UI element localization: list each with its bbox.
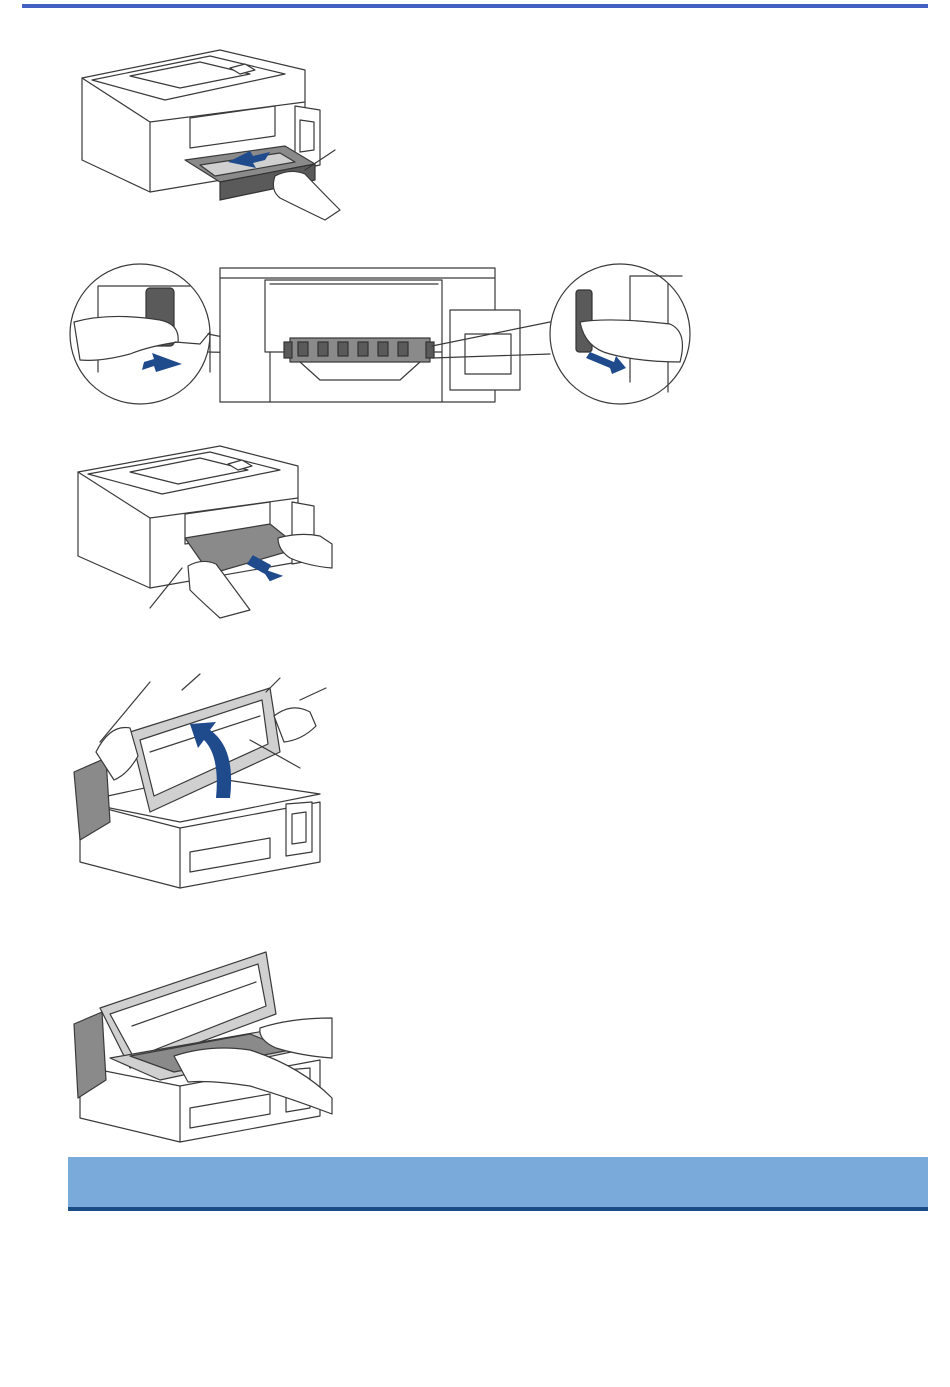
printer-remove-jammed-paper-illustration: [70, 440, 340, 620]
note-banner-rule: [68, 1207, 928, 1211]
note-banner: [68, 1157, 928, 1207]
printer-pull-paper-tray-illustration: [70, 40, 350, 225]
page-top-rule: [22, 4, 928, 8]
printer-remove-paper-inside-illustration: [70, 948, 335, 1143]
printer-open-scanner-cover-illustration: [70, 672, 330, 892]
printer-rear-jam-levers-illustration: [70, 262, 690, 410]
